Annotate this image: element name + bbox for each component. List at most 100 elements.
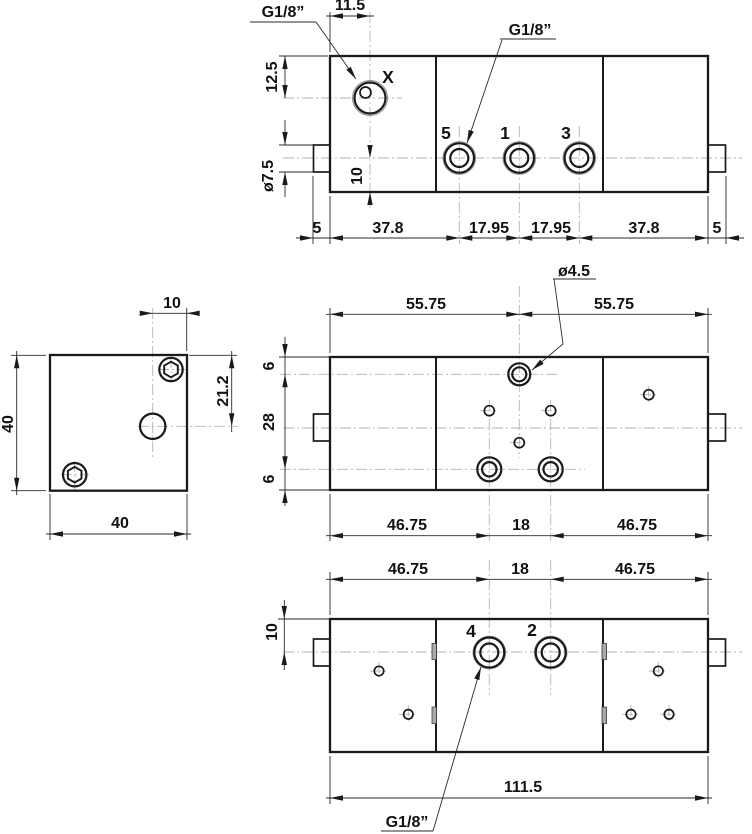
clamp-mark [601,643,607,660]
dim-11-5: 11.5 [335,0,365,14]
dim-46-75-right: 46.75 [617,517,657,534]
small-hole [652,665,664,677]
dim-arrow-icon [459,235,473,241]
dim-arrow-icon [476,533,490,539]
dim-arrow-icon [367,145,373,158]
dim-arrow-icon [506,235,520,241]
dim-arrow-icon [282,490,288,503]
dim-arrow-icon [695,533,708,539]
dim-arrow-icon [726,235,739,241]
port-1-label: 1 [500,123,510,143]
manifold-body [328,54,710,194]
dim-arrow-icon [476,576,490,582]
dim-17-95-right: 17.95 [531,220,571,237]
small-hole [483,404,496,417]
dim-arrow-icon [346,66,356,79]
port-4-thread [472,635,507,670]
port-x-label: X [382,67,394,87]
dim-arrow-icon [228,355,235,369]
dim-46-75-right: 46.75 [615,561,655,578]
dim-arrow-icon [467,129,474,143]
dim-18: 18 [511,561,529,578]
side-boss-left [312,638,331,667]
small-hole [642,388,655,401]
port-4-label: 4 [466,621,476,641]
dim-arrow-icon [174,531,187,537]
dim-17-95-left: 17.95 [469,220,509,237]
port-4-bore [479,642,500,663]
hex-socket-icon [66,465,83,484]
port-x-thread [352,80,388,116]
dim-arrow-icon [330,795,343,801]
side-port [138,412,167,441]
dim-arrow-icon [446,235,460,241]
port-5 [443,142,476,174]
dim-arrow-icon [532,359,544,370]
counterbore-hole-bore [480,460,498,478]
dim-arrow-icon [357,13,370,19]
side-boss-right [707,413,727,442]
dim-arrow-icon [566,235,580,241]
dim-arrow-icon [282,172,288,185]
dim-arrow-icon [474,667,481,681]
clamp-mark [431,643,437,660]
counterbore-hole-bore [542,460,559,478]
counterbore-hole [476,456,503,483]
port-x [353,81,387,115]
port-2-label: 2 [527,620,537,640]
dim-6-bottom: 6 [261,474,278,483]
dia-4-5-leader [531,278,564,371]
dimension-line [432,666,482,832]
g18-port-x-label: G1/8” [262,4,305,21]
port-5-thread [442,141,477,175]
dim-arrow-icon [14,477,20,491]
g18-port-4-label: G1/8” [386,814,429,831]
dim-arrow-icon [50,531,63,537]
port-1-thread [502,141,537,175]
port-3-thread [562,141,597,175]
dim-arrow-icon [282,56,288,69]
clamp-mark [601,706,607,724]
dim-10-bottom: 10 [264,623,281,641]
dim-arrow-icon [519,235,533,241]
dim-10-front: 10 [349,167,366,185]
dim-arrow-icon [330,13,343,19]
mount-hole-4-5-bore [511,366,528,383]
port-1 [503,142,536,174]
dim-arrow-icon [330,311,343,317]
side-boss-right [707,638,727,667]
port-5-bore [449,147,470,169]
dim-21-2: 21.2 [215,375,232,406]
port-3-label: 3 [561,123,571,143]
clamp-mark [431,706,437,724]
dim-arrow-icon [282,132,288,145]
dim-arrow-icon [367,192,373,205]
dim-55-75-right: 55.75 [594,296,634,313]
dim-28: 28 [261,413,278,431]
manifold-body [328,617,710,754]
dim-arrow-icon [519,311,533,317]
dim-arrow-icon [550,576,564,582]
dim-arrow-icon [281,606,287,619]
dim-111-5: 111.5 [504,779,542,796]
hex-screw-head [61,461,88,488]
hex-screw-head [158,356,184,383]
g18-port-5-label: G1/8” [509,22,552,39]
dim-dia-4-5: ø4.5 [558,263,590,280]
dim-arrow-icon [550,533,564,539]
dim-46-75-left: 46.75 [388,561,428,578]
dim-arrow-icon [228,413,235,427]
dim-40-width: 40 [111,515,129,532]
dim-40-height: 40 [0,415,17,433]
port-2-bore [540,642,561,663]
hex-socket-icon [163,360,179,379]
side-boss-right [707,144,727,173]
port-2 [534,636,567,669]
port-x-orifice [359,86,372,99]
small-hole [625,708,637,720]
